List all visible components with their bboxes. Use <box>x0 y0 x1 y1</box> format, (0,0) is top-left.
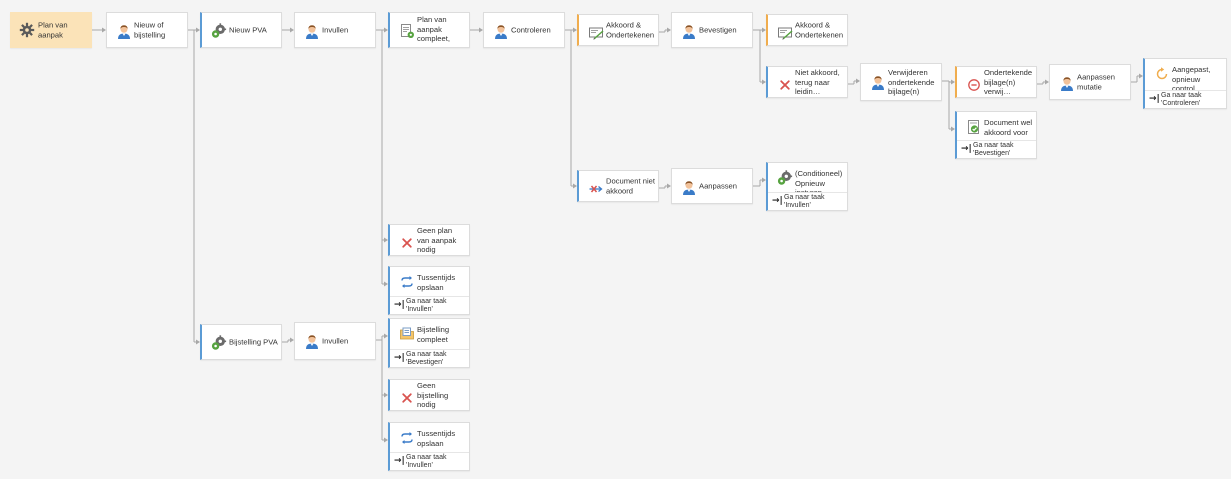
workflow-node[interactable]: Document niet akkoord <box>577 170 659 202</box>
person-icon <box>304 23 320 39</box>
workflow-node[interactable]: Geen plan van aanpak nodig <box>388 224 470 256</box>
node-label: Plan van aanpak <box>38 20 68 40</box>
loop-icon <box>399 274 415 290</box>
goto-task-link[interactable]: →|Ga naar taak 'Bevestigen' <box>957 140 1036 158</box>
workflow-node[interactable]: (Conditioneel) Opnieuw insturen→|Ga naar… <box>766 162 848 211</box>
workflow-node[interactable]: Akkoord & Ondertekenen <box>577 14 659 46</box>
node-label: Plan van aanpak compleet, gener… <box>417 15 450 45</box>
node-label: Akkoord & Ondertekenen <box>606 20 655 40</box>
goto-arrow-icon: →| <box>394 300 405 310</box>
node-label: Niet akkoord, terug naar leidin… <box>795 67 840 96</box>
start-node[interactable]: Plan van aanpak <box>10 12 92 48</box>
workflow-node[interactable]: Document wel akkoord voor o…→|Ga naar ta… <box>955 111 1037 159</box>
node-label: Aangepast, opnieuw control… <box>1172 65 1211 93</box>
workflow-node[interactable]: Ondertekende bijlage(n) verwij… <box>955 66 1037 98</box>
workflow-node[interactable]: Plan van aanpak compleet, gener… <box>388 12 470 48</box>
cross-arrow-icon <box>588 181 604 197</box>
node-label: Akkoord & Ondertekenen <box>795 20 844 40</box>
person-icon <box>116 23 132 39</box>
node-label: Ondertekende bijlage(n) verwij… <box>984 67 1033 96</box>
minus-circle-icon <box>966 77 982 93</box>
goto-task-label: Ga naar taak 'Controleren' <box>1161 92 1202 107</box>
workflow-node[interactable]: Aangepast, opnieuw control…→|Ga naar taa… <box>1143 58 1227 109</box>
goto-task-link[interactable]: →|Ga naar taak 'Bevestigen' <box>390 349 469 367</box>
node-label: Controleren <box>511 25 551 35</box>
workflow-node[interactable]: Aanpassen mutatie <box>1049 64 1131 100</box>
workflow-node[interactable]: Invullen <box>294 322 376 360</box>
workflow-node[interactable]: Bijstelling PVA <box>200 324 282 360</box>
refresh-icon <box>1154 66 1170 82</box>
node-label: Aanpassen mutatie <box>1077 72 1115 92</box>
workflow-node[interactable]: Aanpassen <box>671 168 753 204</box>
node-label: Nieuw PVA <box>229 25 267 35</box>
goto-arrow-icon: →| <box>394 456 405 466</box>
node-label: Nieuw of bijstelling <box>134 20 166 40</box>
node-label: Verwijderen ondertekende bijlage(n) <box>888 67 935 96</box>
workflow-node[interactable]: Nieuw of bijstelling <box>106 12 188 48</box>
goto-task-link[interactable]: →|Ga naar taak 'Controleren' <box>1145 90 1226 108</box>
node-label: Tussentijds opslaan <box>417 429 456 448</box>
person-icon <box>1059 75 1075 91</box>
goto-task-label: Ga naar taak 'Bevestigen' <box>973 142 1014 157</box>
gears-icon <box>211 23 227 39</box>
goto-task-link[interactable]: →|Ga naar taak 'Invullen' <box>390 296 469 314</box>
goto-task-label: Ga naar taak 'Invullen' <box>406 454 447 469</box>
reject-icon <box>399 235 415 251</box>
goto-arrow-icon: →| <box>961 144 972 154</box>
person-icon <box>681 23 697 39</box>
node-label: Geen bijstelling nodig <box>417 380 449 409</box>
reject-icon <box>399 390 415 406</box>
goto-task-link[interactable]: →|Ga naar taak 'Invullen' <box>768 192 847 210</box>
folder-icon <box>399 326 415 342</box>
workflow-node[interactable]: Akkoord & Ondertekenen <box>766 14 848 46</box>
workflow-node[interactable]: Tussentijds opslaan →|Ga naar taak 'Invul… <box>388 266 470 315</box>
node-label: Document niet akkoord <box>606 176 655 196</box>
workflow-node[interactable]: Niet akkoord, terug naar leidin… <box>766 66 848 98</box>
workflow-node[interactable]: Geen bijstelling nodig <box>388 379 470 411</box>
reject-icon <box>777 77 793 93</box>
person-icon <box>304 333 320 349</box>
goto-arrow-icon: →| <box>1149 94 1160 104</box>
sign-icon <box>777 25 793 41</box>
goto-task-label: Ga naar taak 'Bevestigen' <box>406 351 447 366</box>
person-icon <box>681 179 697 195</box>
check-document-icon <box>966 119 982 135</box>
loop-icon <box>399 430 415 446</box>
person-icon <box>870 74 886 90</box>
gears-icon <box>777 170 793 186</box>
document-gear-icon <box>399 23 415 39</box>
person-icon <box>493 23 509 39</box>
workflow-node[interactable]: Controleren <box>483 12 565 48</box>
sign-icon <box>588 25 604 41</box>
node-label: Bevestigen <box>699 25 737 35</box>
workflow-node[interactable]: Nieuw PVA <box>200 12 282 48</box>
node-label: Tussentijds opslaan <box>417 273 456 292</box>
gears-icon <box>211 335 227 351</box>
node-label: Invullen <box>322 25 349 35</box>
workflow-node[interactable]: Bijstelling compleet →|Ga naar taak 'Beve… <box>388 318 470 368</box>
node-label: Bijstelling compleet <box>417 325 450 344</box>
goto-task-link[interactable]: →|Ga naar taak 'Invullen' <box>390 452 469 470</box>
gear-icon <box>19 22 35 38</box>
workflow-node[interactable]: Invullen <box>294 12 376 48</box>
workflow-node[interactable]: Verwijderen ondertekende bijlage(n) <box>860 63 942 101</box>
workflow-node[interactable]: Tussentijds opslaan →|Ga naar taak 'Invul… <box>388 422 470 471</box>
goto-task-label: Ga naar taak 'Invullen' <box>784 194 825 209</box>
goto-arrow-icon: →| <box>394 353 405 363</box>
node-label: Invullen <box>322 336 349 346</box>
goto-arrow-icon: →| <box>772 196 783 206</box>
node-label: Aanpassen <box>699 181 737 191</box>
node-label: Geen plan van aanpak nodig <box>417 225 457 254</box>
goto-task-label: Ga naar taak 'Invullen' <box>406 298 447 313</box>
workflow-node[interactable]: Bevestigen <box>671 12 753 48</box>
node-label: Bijstelling PVA <box>229 337 278 347</box>
